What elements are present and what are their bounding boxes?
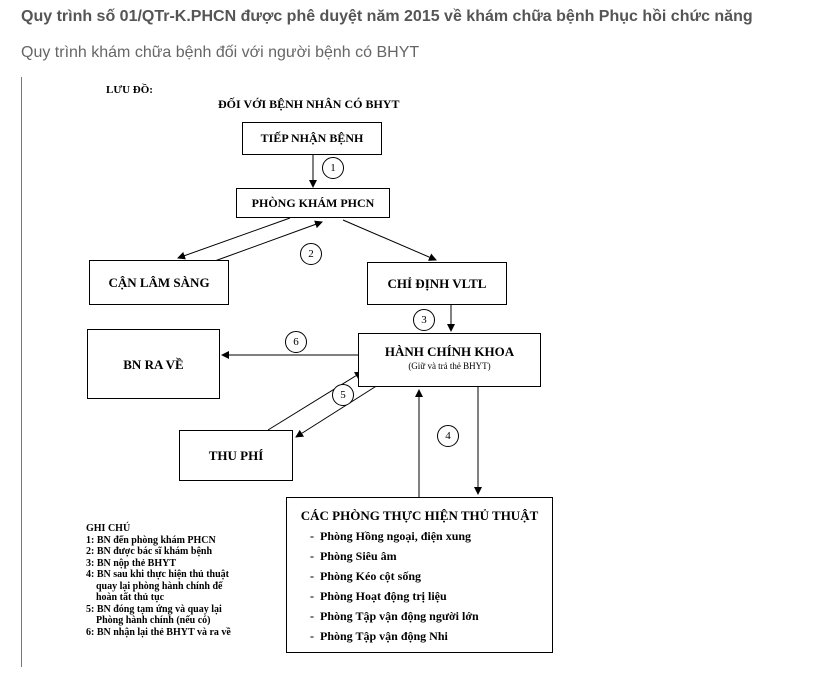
legend-line: 3: BN nộp thẻ BHYT [86,557,177,569]
box-thu-phi: THU PHÍ [179,430,293,481]
legend-title: GHI CHÚ [86,523,131,534]
page-title: Quy trình số 01/QTr-K.PHCN được phê duyệ… [21,8,753,25]
arrow-5-down [295,384,379,438]
step-6-marker: 6 [285,331,307,353]
procedure-room-item: - Phòng Hoạt động trị liệu [310,589,447,603]
legend-line: 5: BN đóng tạm ứng và quay lại [86,603,222,615]
step-3-marker: 3 [413,309,435,331]
luu-do-label: LƯU ĐỒ: [106,84,153,96]
arrow-2-out [177,217,291,260]
legend-line: 6: BN nhận lại thẻ BHYT và ra về [86,626,231,638]
procedure-room-list: - Phòng Hồng ngoại, điện xung - Phòng Si… [310,526,479,646]
legend: GHI CHÚ 1: BN đến phòng khám PHCN 2: BN … [86,523,231,638]
arrow-2-right [342,219,437,261]
procedure-room-item: - Phòng Siêu âm [310,549,397,563]
step-4-marker: 4 [437,425,459,447]
procedure-room-item: - Phòng Kéo cột sống [310,569,422,583]
box-cac-phong: CÁC PHÒNG THỰC HIỆN THỦ THUẬT [286,497,553,653]
quote-border [21,77,22,667]
arrow-2-back [211,220,323,263]
step-5-marker: 5 [332,384,354,406]
box-bn-ra-ve: BN RA VỀ [87,329,220,399]
legend-line: Phòng hành chính (nếu có) [96,615,211,626]
legend-line: 1: BN đến phòng khám PHCN [86,534,216,546]
legend-line: hoàn tất thủ tục [96,592,165,603]
box-tiep-nhan: TIẾP NHẬN BỆNH [242,122,382,155]
box-chi-dinh: CHỈ ĐỊNH VLTL [367,262,507,305]
step-1-marker: 1 [322,157,344,179]
procedure-room-item: - Phòng Hồng ngoại, điện xung [310,529,472,543]
box-can-lam-sang: CẬN LÂM SÀNG [89,260,229,305]
legend-line: 2: BN được bác sĩ khám bệnh [86,546,213,557]
procedure-room-item: - Phòng Tập vận động Nhi [310,629,448,643]
diagram-heading: ĐỐI VỚI BỆNH NHÂN CÓ BHYT [218,97,400,111]
arrow-5-up [267,371,363,431]
page-subtitle: Quy trình khám chữa bệnh đối với người b… [21,44,420,61]
box-phong-kham: PHÒNG KHÁM PHCN [236,188,390,218]
legend-line: quay lại phòng hành chính để [96,580,223,592]
step-2-marker: 2 [300,243,322,265]
procedure-room-item: - Phòng Tập vận động người lớn [310,609,479,623]
legend-line: 4: BN sau khi thực hiện thủ thuật [86,569,229,580]
box-hanh-chinh: HÀNH CHÍNH KHOA (Giữ và trả thẻ BHYT) [358,333,541,387]
